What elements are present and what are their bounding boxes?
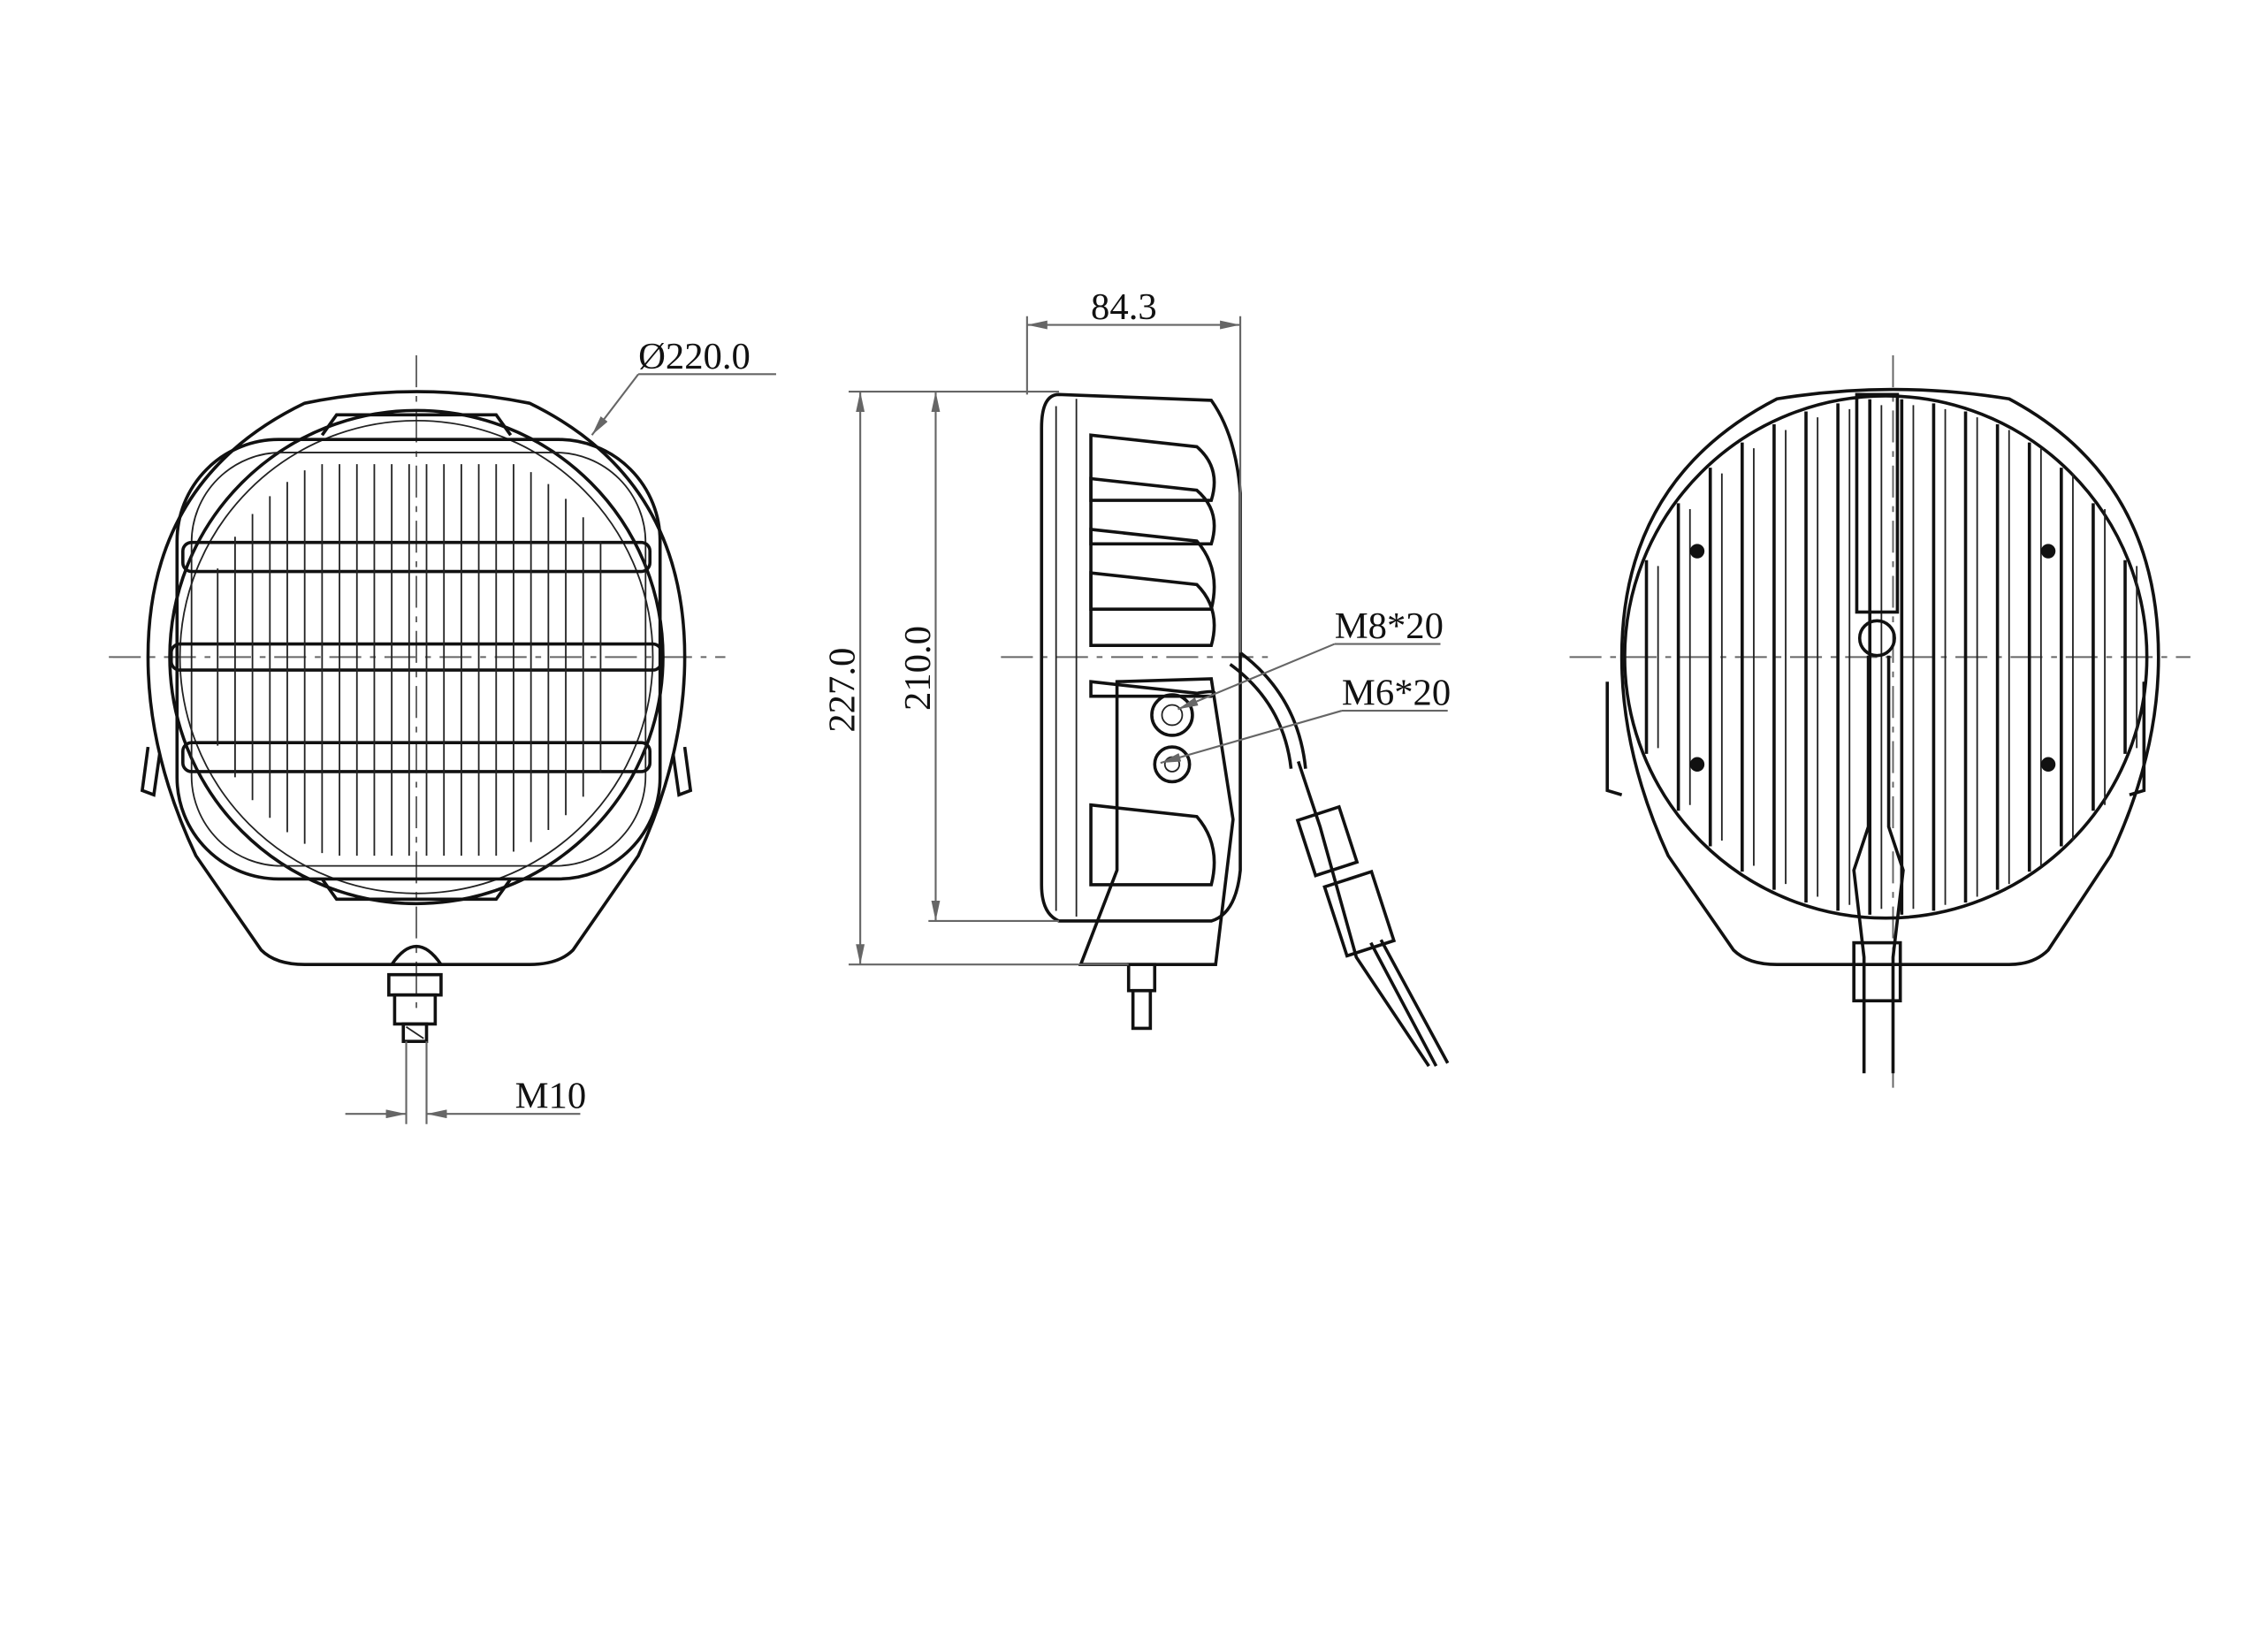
lens-ribs: [217, 464, 602, 856]
lower-bolt-label: M6*20: [1342, 672, 1451, 713]
m10-bolt: [387, 972, 443, 1043]
side-fins: [1089, 433, 1216, 887]
side-view: 84.3 227.0 210.0 M8*20 M6*20: [822, 286, 1451, 1068]
overall-height-label: 227.0: [822, 648, 864, 733]
side-fin: [1089, 571, 1216, 648]
front-view: M10 Ø220.0: [109, 336, 776, 1124]
depth-label: 84.3: [1091, 286, 1157, 328]
diameter-label: Ø220.0: [638, 336, 751, 377]
upper-bolt-label: M8*20: [1335, 605, 1444, 647]
side-fin: [1089, 680, 1216, 698]
back-view: [1569, 355, 2191, 1088]
side-fin: [1089, 803, 1216, 887]
bolt-size-label: M10: [515, 1076, 587, 1117]
side-fin: [1089, 433, 1216, 502]
side-fin: [1089, 476, 1216, 546]
housing-height-label: 210.0: [897, 626, 939, 711]
heatsink-fins: [1644, 399, 2138, 915]
side-fin: [1089, 527, 1216, 611]
